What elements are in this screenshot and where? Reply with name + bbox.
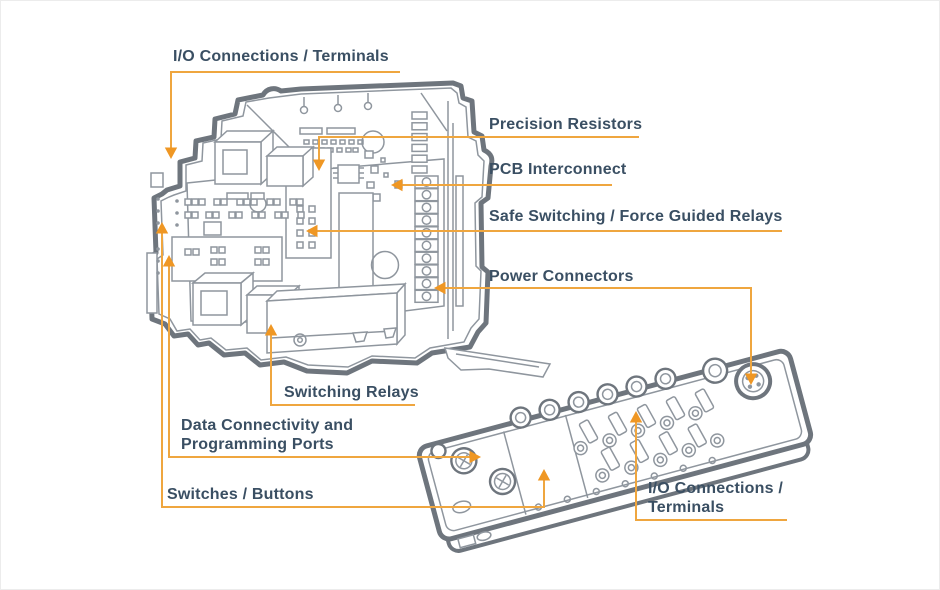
data-ports bbox=[430, 442, 520, 514]
callout-lines bbox=[161, 71, 787, 521]
label-power-connectors: Power Connectors bbox=[489, 268, 634, 285]
label-switches-buttons: Switches / Buttons bbox=[167, 486, 314, 503]
power-connector-ports bbox=[701, 357, 773, 401]
label-data-connectivity-programming-ports: Data Connectivity and Programming Ports bbox=[181, 417, 354, 453]
label-io-connections-terminals-bottom: I/O Connections / Terminals bbox=[648, 480, 783, 516]
label-pcb-interconnect: PCB Interconnect bbox=[489, 161, 627, 178]
label-switching-relays: Switching Relays bbox=[284, 384, 419, 401]
switching-relay-block bbox=[265, 282, 407, 354]
label-io-connections-terminals-top: I/O Connections / Terminals bbox=[173, 48, 389, 65]
safety-relay-module-illustration bbox=[146, 80, 552, 378]
label-safe-switching-force-guided-relays: Safe Switching / Force Guided Relays bbox=[489, 208, 783, 225]
label-precision-resistors: Precision Resistors bbox=[489, 116, 643, 133]
chip bbox=[333, 164, 364, 184]
component-field bbox=[175, 192, 305, 236]
